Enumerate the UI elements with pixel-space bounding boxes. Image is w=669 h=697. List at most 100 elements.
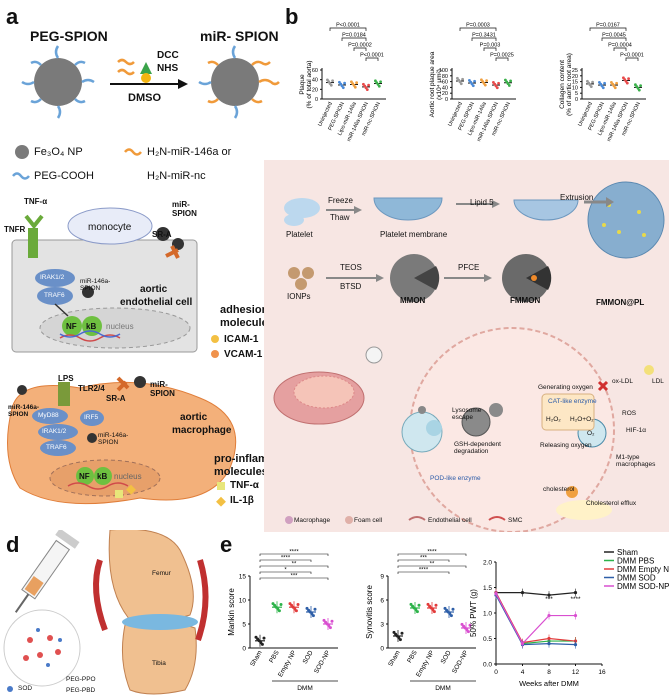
e-chart-1-ytick-label: 0 xyxy=(380,646,384,653)
b-chart-1-pval: P=0.3431 xyxy=(472,33,496,39)
e-chart-1-point xyxy=(415,610,419,614)
ionps-label: IONPs xyxy=(287,292,311,301)
efflux-label: Cholesterol efflux xyxy=(586,500,637,507)
kb-label-1: kB xyxy=(86,322,97,331)
legend-fe3o4: Fe₃O₄ NP xyxy=(34,146,83,158)
platelet-membrane-label: Platelet membrane xyxy=(380,230,448,239)
traf6-label-2: TRAF6 xyxy=(46,444,67,451)
femur-label: Femur xyxy=(152,570,171,577)
nhs-label: NHS xyxy=(157,63,179,74)
b-chart-1-pval: P=0.0003 xyxy=(466,23,490,29)
fmmon-label: FMMON xyxy=(510,296,541,305)
thaw-label: Thaw xyxy=(330,213,350,222)
e-line-ylabel: 50% PWT (g) xyxy=(469,589,478,637)
b-chart-0-ylabel-1: Plaque xyxy=(299,74,306,95)
b-chart-1-bracket xyxy=(483,47,497,51)
b-chart-0-bracket xyxy=(341,37,367,41)
aortic-endo-1: aortic xyxy=(140,284,168,295)
e-chart-0-bracket xyxy=(259,559,312,562)
e-chart-0-bracket xyxy=(259,571,312,574)
b-chart-2-point xyxy=(627,77,630,81)
b-chart-0-ytick-label: 0 xyxy=(315,97,318,103)
e-chart-1-group-label: DMM xyxy=(435,685,451,692)
b-chart-2-point xyxy=(603,81,606,85)
e-line-ytick-label: 2.0 xyxy=(483,560,492,567)
ros-label: ROS xyxy=(622,410,637,417)
b-chart-1-point xyxy=(461,77,464,81)
peg-ppo-legend: PEG-PPO xyxy=(66,676,96,683)
panel-c-diagram xyxy=(264,160,669,532)
mmon-label: MMON xyxy=(400,296,426,305)
e-chart-1-xtick-label: PBS xyxy=(406,649,419,664)
m1-label: M1-type macrophages xyxy=(616,454,656,468)
b-chart-1-point xyxy=(459,82,463,86)
b-chart-2-ytick-label: 0 xyxy=(575,97,578,103)
o2-label: O₂ xyxy=(587,430,595,437)
b-chart-2-pval: P=0.0004 xyxy=(608,43,632,49)
e-chart-0-ytick-label: 10 xyxy=(239,598,247,605)
e-chart-0-bracket xyxy=(259,565,329,568)
e-chart-0-point xyxy=(260,642,264,646)
pfce-label: PFCE xyxy=(458,263,480,272)
e-chart-1-xtick-label: Sham xyxy=(387,650,402,668)
b-chart-0-bracket xyxy=(329,27,367,31)
panel-b-label: b xyxy=(285,4,299,29)
b-chart-2-point xyxy=(589,85,593,89)
e-chart-0-bracket xyxy=(259,553,329,556)
b-chart-2-ytick-label: 10 xyxy=(572,85,578,91)
sr-a-label-2: SR-A xyxy=(106,394,126,403)
b-chart-2-ytick-label: 15 xyxy=(572,80,578,86)
peg-spion-particle xyxy=(21,45,95,119)
b-chart-2-ytick-label: 25 xyxy=(572,68,578,74)
e-line-legend-label-0: Sham xyxy=(617,548,638,557)
e-line-legend-label-3: DMM SOD xyxy=(617,574,656,583)
cat-label: CAT-like enzyme xyxy=(548,398,597,405)
b-chart-1-point xyxy=(509,79,512,83)
myd88-label: MyD88 xyxy=(38,412,59,419)
b-chart-0-point xyxy=(367,83,370,87)
b-chart-1-bracket xyxy=(495,57,509,61)
e-chart-0-point xyxy=(262,636,266,640)
lysosome-label: Lysosome escape xyxy=(452,407,482,421)
tnfa-label: TNF-α xyxy=(24,197,48,206)
monocyte-label: monocyte xyxy=(88,222,132,233)
lps-label: LPS xyxy=(58,374,74,383)
tibia-label: Tibia xyxy=(152,660,166,667)
b-chart-2-ytick-label: 20 xyxy=(572,74,578,80)
legend-peg-cooh: PEG-COOH xyxy=(34,170,94,182)
panel-d-label: d xyxy=(6,532,20,557)
e-line-xtick-label: 8 xyxy=(547,669,551,676)
e-chart-1-stars: ** xyxy=(430,562,435,568)
b-chart-2-ylabel-1: Collagen content xyxy=(559,60,566,109)
e-chart-0-point xyxy=(279,603,283,606)
b-chart-0-pval: P<0.0001 xyxy=(360,53,384,59)
cholesterol-label: cholesterol xyxy=(543,486,575,493)
b-chart-2-bracket xyxy=(589,27,627,31)
b-chart-0-point xyxy=(355,81,358,85)
e-chart-0-ytick-label: 15 xyxy=(239,574,247,581)
b-chart-2-pval: P=0.0167 xyxy=(596,23,620,29)
nucleus-label-1: nucleus xyxy=(106,322,134,331)
b-chart-1-ytick-label: 40 xyxy=(442,85,448,91)
pod-label: POD-like enzyme xyxy=(430,475,481,482)
e-chart-1-stars: **** xyxy=(427,550,437,556)
e-chart-1-ytick-label: 3 xyxy=(380,622,384,629)
b-chart-2-ytick-label: 5 xyxy=(575,91,578,97)
b-chart-2-point xyxy=(637,88,641,92)
e-line-legend-label-4: DMM SOD-NP xyxy=(617,582,669,591)
b-chart-0-point xyxy=(341,86,345,90)
e-chart-1-ytick-label: 6 xyxy=(380,598,384,605)
panel-a-legend-icons xyxy=(12,145,142,180)
b-chart-0-pval: P=0.0002 xyxy=(348,43,372,49)
panel-a-label: a xyxy=(6,4,19,29)
aortic-macro-2: macrophage xyxy=(172,425,232,436)
dcc-label: DCC xyxy=(157,50,179,61)
legend-mir-1: H₂N-miR-146a or xyxy=(147,146,232,158)
mir-spion-particle xyxy=(198,45,280,119)
rel-oxygen-label: Releasing oxygen xyxy=(540,442,592,449)
b-chart-2-point xyxy=(613,86,617,90)
e-chart-0-stars: **** xyxy=(289,550,299,556)
b-chart-0-ylabel-2: (% of total aorta) xyxy=(306,60,313,108)
e-chart-0-point xyxy=(294,609,298,613)
